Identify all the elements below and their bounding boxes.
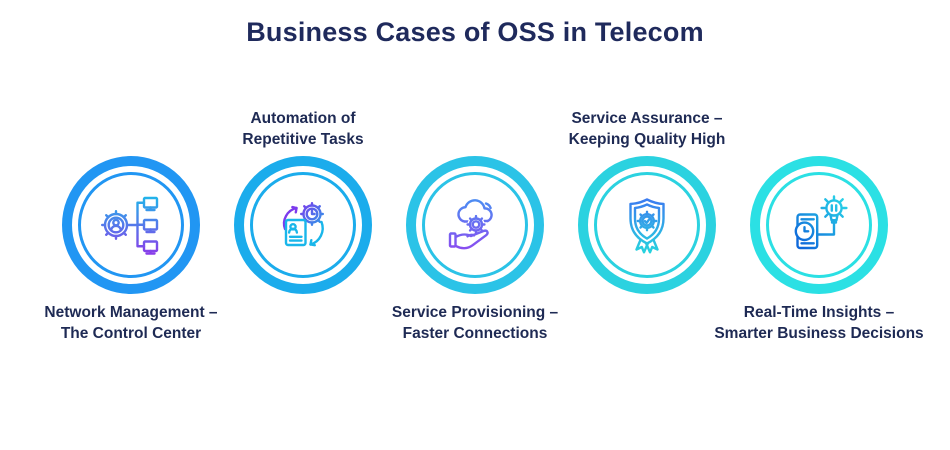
phone-clock-icon (794, 213, 819, 250)
item-service-provisioning: Service Provisioning – Faster Connection… (392, 92, 558, 344)
document-user-icon (284, 218, 307, 247)
item-real-time-insights: Real-Time Insights – Smarter Business De… (714, 92, 924, 344)
item-service-assurance: Service Assurance – Keeping Quality High (569, 92, 725, 344)
item-label-line2: Repetitive Tasks (242, 131, 364, 148)
network-devices-gear-icon (101, 196, 159, 255)
lightbulb-icon (820, 195, 848, 224)
item-circle (234, 156, 372, 294)
item-automation: Automation of Repetitive Tasks (234, 92, 372, 344)
gear-user-icon (101, 210, 131, 240)
item-label-line2: Faster Connections (402, 325, 548, 342)
item-label-line1: Service Provisioning – (391, 304, 559, 321)
shield-badge-check-icon (629, 198, 665, 254)
phone-clock-lightbulb-icon (794, 195, 848, 250)
item-circle (578, 156, 716, 294)
item-circle (750, 156, 888, 294)
item-label-line1: Automation of (250, 110, 356, 127)
item-circle (62, 156, 200, 294)
label-slot-top: Automation of Repetitive Tasks (178, 92, 428, 156)
ribbon-tails-icon (635, 236, 659, 254)
item-label-line1: Real-Time Insights – (743, 304, 895, 321)
item-label: Automation of Repetitive Tasks (178, 108, 428, 150)
document-gear-cycle-icon (282, 202, 324, 247)
gear-check-icon (636, 210, 658, 232)
item-label: Network Management – The Control Center (6, 302, 256, 344)
cycle-arrow-down-icon (309, 220, 324, 247)
gear-icon (466, 214, 486, 235)
item-circle (406, 156, 544, 294)
label-slot-bottom: Network Management – The Control Center (6, 302, 256, 344)
item-label: Real-Time Insights – Smarter Business De… (694, 302, 944, 344)
hand-cloud-gear-icon (448, 199, 493, 250)
network-connector-lines (129, 201, 146, 248)
page-title: Business Cases of OSS in Telecom (246, 17, 704, 47)
item-label-line2: Smarter Business Decisions (714, 325, 924, 342)
item-label: Service Provisioning – Faster Connection… (350, 302, 600, 344)
label-slot-bottom: Service Provisioning – Faster Connection… (350, 302, 600, 344)
item-label-line2: The Control Center (60, 325, 202, 342)
item-label-line1: Network Management – (44, 304, 218, 321)
gear-clock-icon (300, 202, 324, 226)
items-row: Network Management – The Control Center … (0, 92, 950, 344)
cloud-icon (457, 199, 493, 223)
connector-line (816, 221, 836, 236)
monitors-icon (142, 196, 159, 255)
item-label: Service Assurance – Keeping Quality High (522, 108, 772, 150)
label-slot-top: Service Assurance – Keeping Quality High (522, 92, 772, 156)
open-hand-icon (448, 229, 489, 250)
label-slot-bottom: Real-Time Insights – Smarter Business De… (694, 302, 944, 344)
cycle-arrow-up-icon (282, 205, 298, 231)
item-label-line1: Service Assurance – (571, 110, 723, 127)
item-network-management: Network Management – The Control Center (44, 92, 218, 344)
item-label-line2: Keeping Quality High (568, 131, 726, 148)
